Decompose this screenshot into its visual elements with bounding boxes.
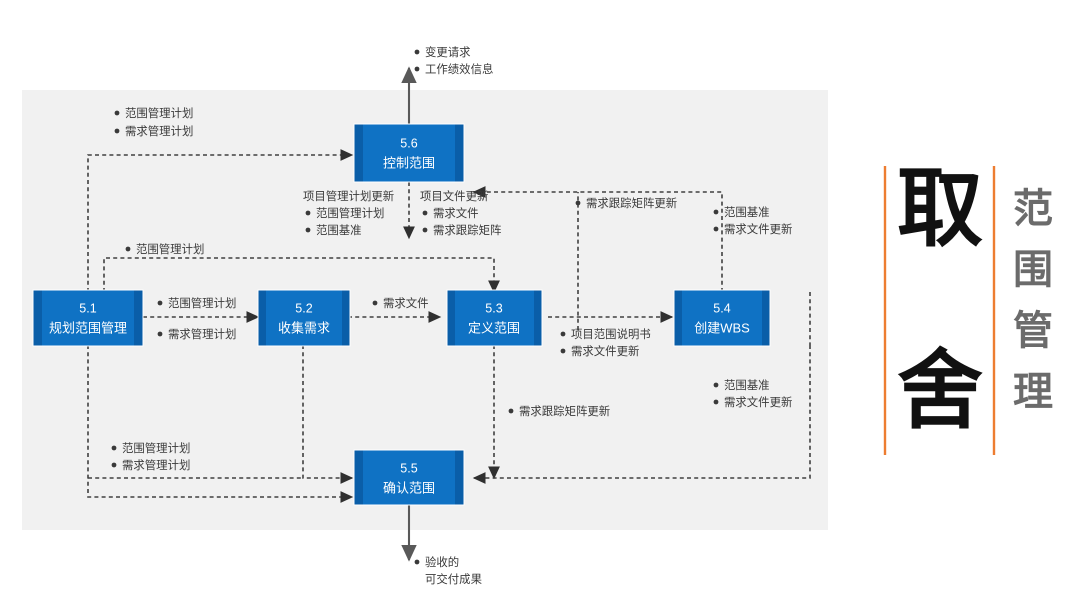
label-flow-51-52-b: 需求管理计划 (168, 327, 236, 341)
annotation-lower-left: 范围管理计划 需求管理计划 (111, 441, 190, 472)
annotation-upper-right: 需求跟踪矩阵更新 (575, 196, 677, 210)
label-upper-right-1: 需求跟踪矩阵更新 (586, 196, 677, 210)
edge-5-1-to-5-3-upper (103, 257, 500, 294)
label-top-output-2: 工作绩效信息 (425, 62, 493, 76)
annotation-upper-far-right: 范围基准 需求文件更新 (713, 205, 792, 236)
annotation-top-left: 范围管理计划 需求管理计划 (114, 106, 193, 138)
edge-5-1-to-5-5 (87, 345, 354, 503)
annotation-flow-51-52: 范围管理计划 需求管理计划 (157, 296, 236, 341)
label-upper-far-right-1: 范围基准 (724, 205, 770, 219)
node-5-3-num: 5.3 (485, 301, 502, 315)
annotation-top-output: 变更请求 工作绩效信息 (414, 45, 493, 76)
label-lower-left-2: 需求管理计划 (122, 458, 190, 472)
label-flow-51-52-a: 范围管理计划 (168, 296, 236, 310)
annotation-mid-right: 项目文件更新 需求文件 需求跟踪矩阵 (420, 189, 501, 237)
node-5-3-name: 定义范围 (468, 320, 520, 335)
annotation-flow-52-53: 需求文件 (372, 296, 429, 310)
node-5-5-name: 确认范围 (383, 480, 435, 495)
edge-5-4-to-5-5 (472, 345, 811, 484)
brand-sub-4: 理 (1013, 369, 1053, 415)
label-lower-mid-1: 需求跟踪矩阵更新 (519, 404, 610, 418)
brand-sub-3: 管 (1013, 308, 1053, 354)
label-mid-head-left: 项目管理计划更新 (303, 189, 394, 203)
node-5-2[interactable]: 5.2 收集需求 (257, 289, 351, 347)
label-upper-far-right-2: 需求文件更新 (724, 222, 792, 236)
label-topleft-2: 需求管理计划 (125, 124, 193, 138)
node-5-1[interactable]: 5.1 规划范围管理 (32, 289, 144, 347)
label-flow-52-53: 需求文件 (383, 296, 429, 310)
label-bottom-output-1: 验收的 (425, 555, 459, 569)
node-5-6-num: 5.6 (400, 136, 417, 150)
label-bottom-output-2: 可交付成果 (425, 572, 482, 586)
node-5-5[interactable]: 5.5 确认范围 (353, 449, 465, 506)
label-mid-right-1: 需求文件 (433, 206, 479, 220)
edge-5-1-to-5-6 (87, 149, 354, 292)
brand-block: 取 舍 范 围 管 理 (883, 159, 1053, 455)
label-mid-left-1: 范围管理计划 (316, 206, 384, 220)
annotation-left-mid: 范围管理计划 (125, 242, 204, 256)
annotation-lower-mid: 需求跟踪矩阵更新 (508, 404, 610, 418)
node-5-6[interactable]: 5.6 控制范围 (353, 123, 465, 183)
node-5-5-num: 5.5 (400, 461, 417, 475)
label-flow-53-54-a: 项目范围说明书 (571, 327, 651, 341)
brand-sub-2: 围 (1013, 247, 1053, 293)
label-flow-53-54-b: 需求文件更新 (571, 344, 639, 358)
annotation-lower-right: 范围基准 需求文件更新 (713, 378, 792, 409)
label-mid-right-2: 需求跟踪矩阵 (433, 223, 501, 237)
node-5-4-num: 5.4 (713, 301, 730, 315)
label-lower-right-2: 需求文件更新 (724, 395, 792, 409)
label-topleft-1: 范围管理计划 (125, 106, 193, 120)
brand-big-2: 舍 (897, 341, 983, 441)
label-mid-head-right: 项目文件更新 (420, 189, 488, 203)
annotation-bottom-output: 验收的 可交付成果 (414, 555, 482, 586)
annotation-mid-left: 项目管理计划更新 范围管理计划 范围基准 (303, 189, 394, 237)
node-5-4-name: 创建WBS (694, 320, 750, 335)
node-5-3[interactable]: 5.3 定义范围 (446, 289, 543, 347)
label-top-output-1: 变更请求 (425, 45, 471, 59)
label-lower-right-1: 范围基准 (724, 378, 770, 392)
label-lower-left-1: 范围管理计划 (122, 441, 190, 455)
node-5-2-num: 5.2 (295, 301, 312, 315)
brand-sub-1: 范 (1013, 186, 1053, 232)
node-5-1-name: 规划范围管理 (49, 320, 127, 335)
edge-5-2-to-5-5 (302, 345, 354, 484)
annotation-flow-53-54: 项目范围说明书 需求文件更新 (560, 327, 651, 358)
label-left-mid-1: 范围管理计划 (136, 242, 204, 256)
brand-big-1: 取 (897, 159, 983, 259)
label-mid-left-2: 范围基准 (316, 223, 362, 237)
node-5-4[interactable]: 5.4 创建WBS (673, 289, 771, 347)
node-5-2-name: 收集需求 (278, 320, 330, 335)
node-5-1-num: 5.1 (79, 301, 96, 315)
node-5-6-name: 控制范围 (383, 155, 435, 170)
